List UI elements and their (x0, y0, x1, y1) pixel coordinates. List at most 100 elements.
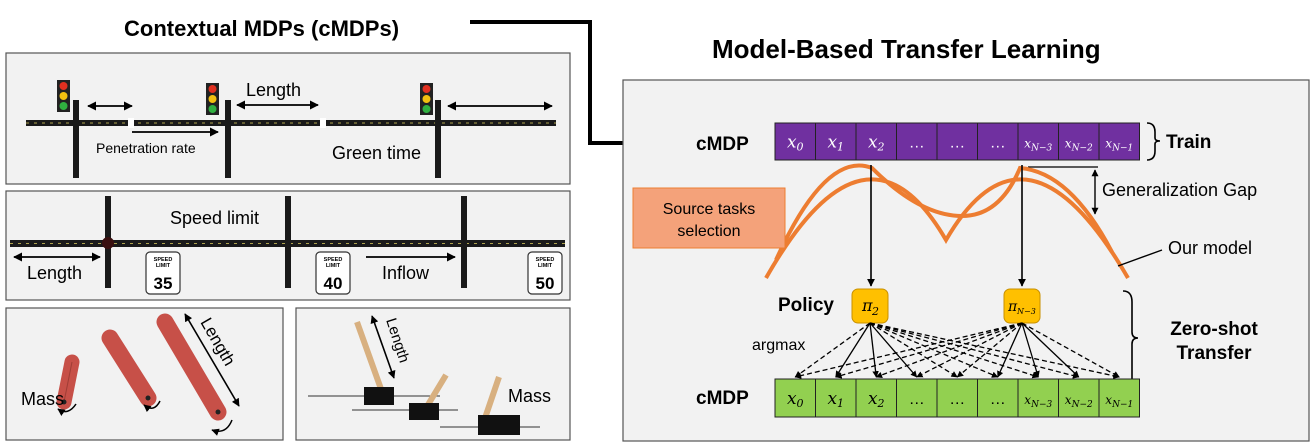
task-cell: x0 (774, 378, 816, 418)
cell-label: x1 (827, 133, 844, 154)
transfer-edge (794, 322, 871, 378)
traffic-light-icon (206, 83, 219, 115)
mass-label: Mass (21, 389, 64, 409)
cell-label: x1 (827, 389, 844, 410)
cell-label: x0 (787, 389, 804, 410)
svg-text:35: 35 (154, 274, 173, 293)
task-cell: xN−2 (1058, 122, 1100, 161)
svg-text:SPEED: SPEED (536, 257, 555, 263)
length-arrow (370, 315, 396, 379)
transfer-edge (869, 322, 958, 378)
transfer-edge (869, 322, 918, 378)
transfer-edge (869, 322, 879, 378)
traffic-signal-panel: Length Penetration rate Green time (5, 52, 571, 185)
transfer-edge (1021, 322, 1080, 378)
speed-limit-label: Speed limit (170, 208, 259, 228)
transfer-edges (794, 322, 1120, 379)
transfer-edge (875, 322, 1023, 379)
cell-label: … (909, 391, 925, 408)
task-cell: xN−3 (1017, 378, 1059, 418)
svg-text:N−3: N−3 (1016, 307, 1036, 316)
task-cell: xN−1 (1098, 378, 1140, 418)
argmax-label: argmax (752, 337, 805, 354)
length-arrow (184, 313, 240, 407)
transfer-edge (956, 322, 1023, 378)
task-cell: xN−1 (1098, 122, 1140, 161)
speed-limit-panel: Speed limit Length Inflow SPEED LIMIT 35… (5, 190, 571, 301)
cell-label: x0 (787, 133, 804, 154)
cell-label: … (949, 135, 965, 152)
train-label: Train (1166, 132, 1211, 153)
cmdp-bottom-label: cMDP (696, 388, 749, 409)
svg-text:SPEED: SPEED (154, 257, 173, 263)
our-model-label: Our model (1168, 238, 1252, 258)
green-time-label: Green time (332, 143, 421, 163)
cell-label: … (990, 135, 1006, 152)
task-cell: … (936, 378, 978, 418)
length-label: Length (27, 263, 82, 283)
task-cell: xN−3 (1017, 122, 1059, 161)
penetration-rate-label: Penetration rate (96, 140, 196, 156)
source-tasks-label: Source tasks (663, 201, 755, 218)
length-label: Length (246, 80, 301, 100)
mass-label: Mass (508, 386, 551, 406)
svg-text:40: 40 (324, 274, 343, 293)
speed-limit-sign: SPEED LIMIT 50 (527, 251, 563, 295)
cell-label: xN−3 (1024, 393, 1052, 410)
cell-label: … (949, 391, 965, 408)
speed-limit-sign: SPEED LIMIT 40 (315, 251, 351, 295)
right-title: Model-Based Transfer Learning (712, 34, 1101, 64)
train-task-row: x0 x1 x2 … … … xN−3 xN−2 xN−1 (774, 122, 1140, 161)
train-brace (1146, 122, 1161, 161)
svg-text:2: 2 (871, 305, 879, 318)
cell-label: xN−1 (1105, 393, 1133, 410)
cell-label: xN−1 (1105, 137, 1133, 154)
left-title: Contextual MDPs (cMDPs) (124, 16, 399, 41)
task-cell: … (896, 122, 938, 161)
policy-node-pi-2: π 2 (851, 288, 889, 324)
source-tasks-selection-box (632, 187, 786, 249)
traffic-light-icon (57, 80, 70, 112)
task-cell: x1 (815, 378, 857, 418)
speed-limit-sign: SPEED LIMIT 35 (145, 251, 181, 295)
cmdp-top-label: cMDP (696, 134, 749, 155)
task-cell: x2 (855, 378, 897, 418)
policy-label: Policy (778, 295, 834, 316)
transfer-edge (916, 322, 1023, 378)
transfer-edge (1021, 322, 1040, 378)
transfer-label: Transfer (1177, 343, 1253, 364)
task-cell: … (977, 378, 1019, 418)
transfer-edge (835, 322, 871, 378)
selection-label: selection (677, 223, 740, 240)
task-cell: … (977, 122, 1019, 161)
svg-text:LIMIT: LIMIT (538, 263, 553, 269)
transfer-edge (835, 322, 1023, 379)
cell-label: x2 (868, 133, 885, 154)
cell-label: xN−3 (1024, 137, 1052, 154)
zero-shot-label: Zero-shot (1170, 319, 1258, 340)
svg-text:SPEED: SPEED (324, 257, 343, 263)
cell-label: x2 (868, 389, 885, 410)
model-curves (764, 163, 1130, 280)
svg-text:LIMIT: LIMIT (326, 263, 341, 269)
traffic-light-icon (420, 83, 433, 115)
inflow-label: Inflow (382, 263, 430, 283)
transfer-edge (869, 322, 1080, 379)
transfer-edge (869, 322, 1039, 379)
cell-label: xN−2 (1065, 393, 1093, 410)
pendulum-panel: Mass Length (5, 307, 284, 441)
cartpole-panel: Length Mass (295, 307, 571, 441)
cell-label: xN−2 (1065, 137, 1093, 154)
transfer-edge (869, 322, 1120, 379)
task-cell: x0 (774, 122, 816, 161)
generalization-gap-label: Generalization Gap (1102, 180, 1257, 200)
transfer-edge (997, 322, 1023, 378)
target-task-row: x0 x1 x2 … … … xN−3 xN−2 xN−1 (774, 378, 1140, 418)
svg-text:LIMIT: LIMIT (156, 263, 171, 269)
transfer-edge (869, 322, 999, 378)
task-cell: … (936, 122, 978, 161)
task-cell: xN−2 (1058, 378, 1100, 418)
svg-text:50: 50 (536, 274, 555, 293)
transfer-edge (794, 322, 1023, 379)
